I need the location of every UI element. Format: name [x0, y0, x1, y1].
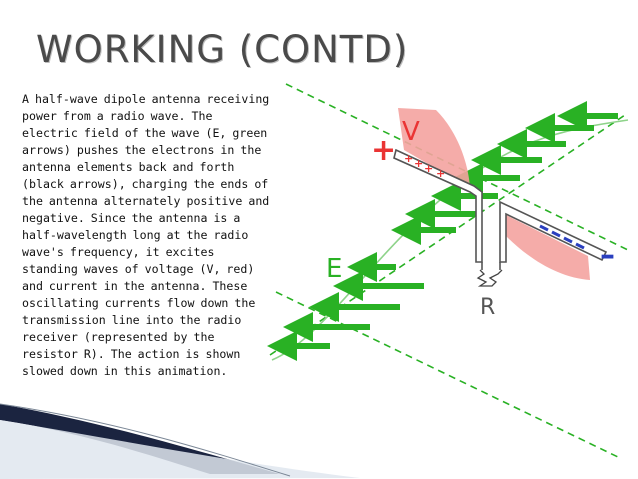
svg-text:+: + [436, 167, 445, 180]
slide-title: WORKING (CONTD) [36, 28, 409, 71]
slide-body-text: A half-wave dipole antenna receiving pow… [22, 92, 270, 378]
minus-label: – [600, 238, 615, 273]
svg-text:+: + [424, 162, 433, 175]
plus-label: + [371, 133, 396, 168]
resistor-label: R [480, 295, 495, 320]
e-field-label: E [326, 254, 342, 284]
voltage-standing-wave [398, 108, 590, 280]
resistor [476, 269, 503, 287]
svg-text:+: + [414, 157, 423, 170]
svg-text:+: + [404, 152, 413, 165]
e-field-arrows [267, 101, 618, 361]
positive-charges: + + + + [404, 152, 445, 180]
negative-charges [539, 224, 585, 250]
voltage-label: V [402, 117, 420, 147]
